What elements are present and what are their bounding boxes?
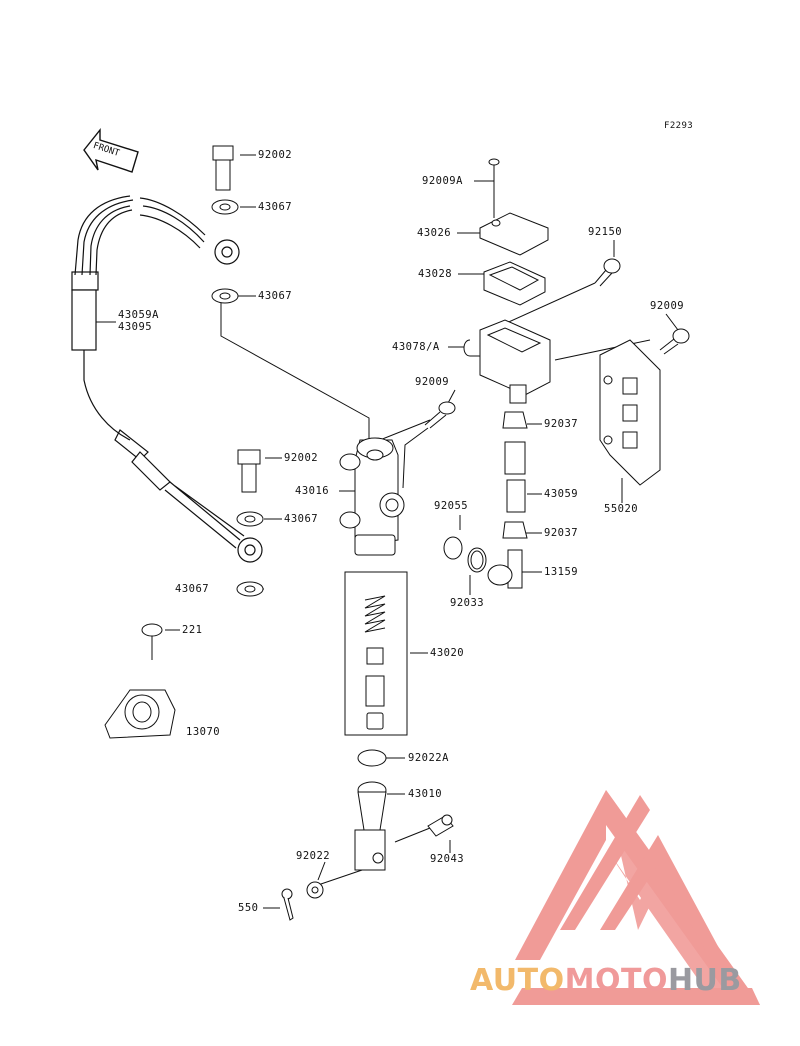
part-label: 43067 xyxy=(284,513,319,525)
part-label: 13070 xyxy=(186,726,221,738)
part-label: 55020 xyxy=(604,503,639,515)
part-label: 43028 xyxy=(418,268,453,280)
front-label-svg: FRONT xyxy=(92,141,121,159)
part-label: 92009 xyxy=(415,376,450,388)
part-label: 550 xyxy=(238,902,259,914)
pin-92043-icon xyxy=(427,814,454,837)
spring-43020-icon xyxy=(364,595,386,633)
guard-55020-icon xyxy=(599,339,661,486)
diaphragm-43028-icon xyxy=(483,261,546,306)
part-label: 43020 xyxy=(430,647,465,659)
watermark-triangle xyxy=(512,790,760,1005)
bolt-92009-right-icon xyxy=(659,328,690,355)
part-label: 43010 xyxy=(408,788,443,800)
screw-221-icon xyxy=(141,623,163,660)
banjo-bolt-lower-icon xyxy=(236,449,264,597)
part-label: 221 xyxy=(182,624,203,636)
push-rod-43010-icon xyxy=(354,781,387,871)
part-label: 92037 xyxy=(544,418,579,430)
part-label: 43067 xyxy=(258,290,293,302)
reservoir-screw-icon xyxy=(488,158,500,218)
circlip-92033-icon xyxy=(467,547,487,573)
part-label: 92009A xyxy=(422,175,463,187)
part-label: 43016 xyxy=(295,485,330,497)
brake-hose xyxy=(71,195,263,563)
part-label: 13159 xyxy=(544,566,579,578)
watermark-logo: AUTOMOTOHUB xyxy=(470,963,742,998)
part-label: 92002 xyxy=(258,149,293,161)
banjo-bolt-upper-icon xyxy=(212,145,234,191)
part-label: 43026 xyxy=(417,227,452,239)
part-label: 43059 xyxy=(544,488,579,500)
circlip-92022a-icon xyxy=(357,749,387,767)
part-label: 92022A xyxy=(408,752,449,764)
front-label: FRONT xyxy=(92,141,121,159)
part-label: 43095 xyxy=(118,321,153,333)
reservoir-43078-icon xyxy=(463,319,551,404)
washer-92022-icon xyxy=(306,881,324,899)
part-label: 92037 xyxy=(544,527,579,539)
part-label: 92150 xyxy=(588,226,623,238)
reservoir-hose-43059-icon xyxy=(504,441,526,513)
part-label: 92055 xyxy=(434,500,469,512)
o-ring-92055-icon xyxy=(443,536,463,560)
clamp-92037-lower-icon xyxy=(502,521,528,539)
part-label: 92043 xyxy=(430,853,465,865)
fitting-13159-icon xyxy=(487,549,523,589)
front-arrow-icon xyxy=(83,128,139,173)
bolt-92009-icon xyxy=(424,401,456,429)
reservoir-cap-43026-icon xyxy=(479,212,549,256)
part-label: 43059A xyxy=(118,309,159,321)
part-label: 43067 xyxy=(258,201,293,213)
cotter-pin-550-icon xyxy=(281,888,294,921)
hose-clamp-13070-icon xyxy=(104,689,176,739)
watermark-part1: AUTO xyxy=(470,963,565,998)
master-cylinder-43016-icon xyxy=(339,437,405,556)
washer-upper-icon xyxy=(211,199,239,304)
bolt-92150-icon xyxy=(594,258,621,287)
part-label: 92002 xyxy=(284,452,319,464)
piston-cup-icon xyxy=(365,647,385,730)
part-label: 43078/A xyxy=(392,341,440,353)
watermark-part3: HUB xyxy=(667,963,742,998)
part-label: 92033 xyxy=(450,597,485,609)
part-label: 92009 xyxy=(650,300,685,312)
spring-kit-box xyxy=(344,571,408,736)
part-label: 43067 xyxy=(175,583,210,595)
watermark-part2: MOTO xyxy=(564,963,668,998)
part-label: 92022 xyxy=(296,850,331,862)
clamp-92037-upper-icon xyxy=(502,411,528,429)
figure-code: F2293 xyxy=(664,121,694,131)
